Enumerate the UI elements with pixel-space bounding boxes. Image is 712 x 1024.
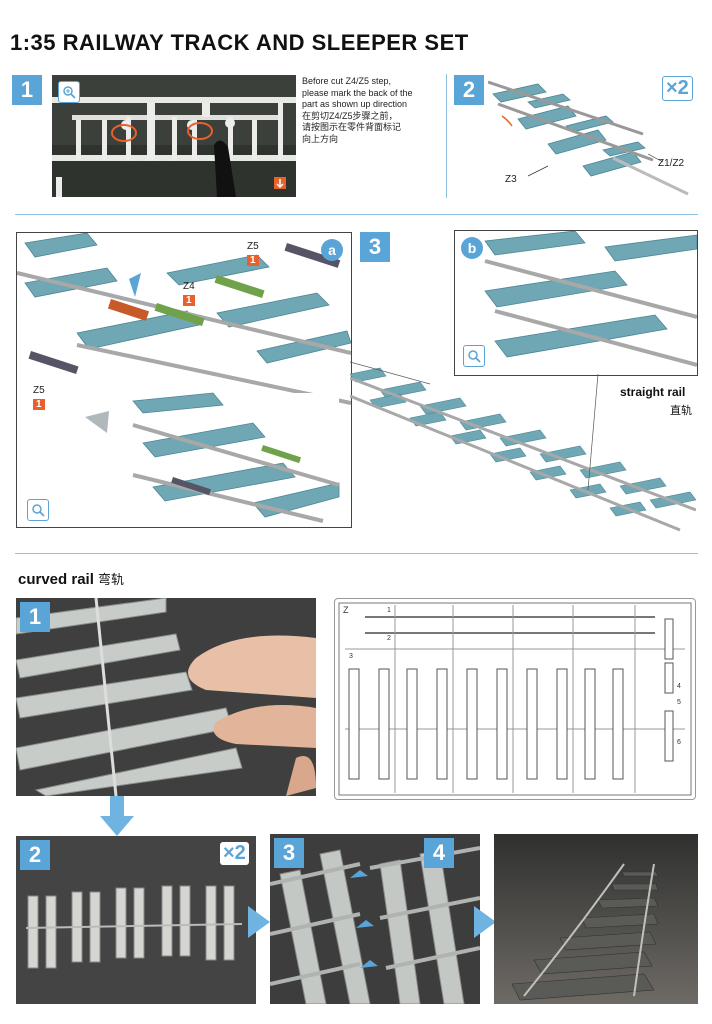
sprue-letter: Z [343, 605, 349, 615]
down-arrow-icon [100, 796, 134, 836]
straight-rail-label-en: straight rail [620, 385, 686, 399]
step-divider [446, 74, 447, 198]
detail-b-marker: b [461, 237, 483, 259]
label-z1-z2: Z1/Z2 [658, 158, 685, 169]
step-1-text-cn-2: 请按图示在零件背面标记 [302, 122, 402, 132]
step-1-photo [52, 75, 296, 197]
step-3-detail-b-box: b [454, 230, 698, 376]
sprue-diagram-box: Z 1 2 3 4 5 6 [334, 598, 696, 800]
straight-rail-diagram [350, 361, 696, 532]
label-z5-top: Z5 [247, 241, 259, 252]
curved-step-4-number: 4 [424, 838, 454, 868]
sprue-part-5: 5 [677, 699, 681, 706]
tag-z4: 1 [183, 295, 195, 306]
tag-z5-left: 1 [33, 399, 45, 410]
section-divider-top [15, 214, 698, 215]
section-divider-bottom [15, 553, 698, 554]
straight-rail-label-cn: 直轨 [670, 405, 692, 417]
arrow-right-icon-2 [474, 906, 496, 938]
curved-step-1-photo: 1 [16, 598, 316, 796]
step-1-text-en-1: Before cut Z4/Z5 step, [302, 76, 392, 86]
sprue-part-6: 6 [677, 739, 681, 746]
curved-rail-title: curved rail 弯轨 [18, 569, 124, 588]
label-z3: Z3 [505, 174, 517, 185]
sleepers-pairs-graphic [16, 836, 256, 1004]
step-1-text-cn-3: 向上方向 [302, 133, 339, 144]
step-3-detail-a-box: a Z5 1 Z4 1 Z5 1 [16, 232, 352, 528]
zoom-icon-a [27, 499, 49, 521]
curved-step-3-number: 3 [274, 838, 304, 868]
step-1-number: 1 [12, 75, 42, 105]
step-2-track-diagram [488, 80, 689, 196]
sprue-photo-graphic [52, 75, 296, 197]
step-1-text-cn-1: 在剪切Z4/Z5步骤之前， [302, 110, 398, 121]
sprue-part-3: 3 [349, 653, 353, 660]
curved-step-2-number: 2 [20, 840, 50, 870]
sprue-part-2: 2 [387, 635, 391, 642]
label-z4: Z4 [183, 281, 195, 292]
curved-step-3-4-photo: 3 4 [270, 834, 480, 1004]
sprue-diagram [338, 602, 692, 796]
curved-step-2-photo: 2 ×2 [16, 836, 256, 1004]
sprue-part-1: 1 [387, 607, 391, 614]
curved-rail-title-cn: 弯轨 [98, 572, 125, 587]
step-1-text-en-3: part as shown up direction [302, 99, 408, 109]
tag-z5-top: 1 [247, 255, 259, 266]
detail-a-diagram [16, 232, 352, 523]
curved-track-final-photo [494, 834, 698, 1004]
page-title: 1:35 RAILWAY TRACK AND SLEEPER SET [10, 30, 469, 55]
step-3-number: 3 [360, 232, 390, 262]
detail-b-diagram [484, 230, 698, 367]
detail-a-marker: a [321, 239, 343, 261]
curved-step-2-multiplier: ×2 [220, 842, 249, 865]
sleepers-photo-graphic [16, 598, 316, 796]
sprue-part-4: 4 [677, 683, 681, 690]
curved-rail-title-en: curved rail [18, 571, 94, 588]
zoom-icon [58, 81, 80, 103]
curved-track-graphic [494, 834, 698, 1004]
step-1-instructions: Before cut Z4/Z5 step, please mark the b… [302, 76, 442, 145]
label-z5-left: Z5 [33, 385, 45, 396]
step-1-text-en-2: please mark the back of the [302, 87, 413, 98]
step-2-number: 2 [454, 75, 484, 105]
arrow-right-icon-1 [248, 906, 270, 938]
zoom-icon-b [463, 345, 485, 367]
curved-step-1-number: 1 [20, 602, 50, 632]
step-2-multiplier: ×2 [662, 76, 693, 101]
